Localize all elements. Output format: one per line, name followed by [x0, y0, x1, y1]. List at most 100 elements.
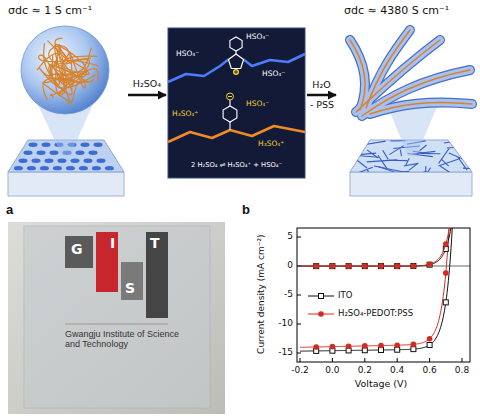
illustration-part	[168, 60, 228, 83]
grain	[79, 166, 88, 170]
ion-label: HSO₄⁻	[262, 70, 285, 79]
tick-label: 0.2	[350, 365, 380, 375]
illustration-part	[230, 37, 242, 51]
illustration-part	[228, 96, 232, 97]
legend-marker	[319, 294, 324, 299]
edge-label: H₂SO₄	[122, 79, 172, 90]
ion-label: HSO₄⁻	[176, 50, 199, 59]
illustration-part	[65, 324, 168, 325]
data-marker	[313, 263, 319, 269]
mechanism-art	[168, 28, 305, 178]
ion-label: H₃SO₄⁺	[172, 110, 198, 119]
logo-letter: G	[71, 241, 83, 257]
fiber-mesh	[400, 150, 401, 156]
illustration-part	[121, 262, 143, 300]
grain	[27, 166, 36, 170]
illustration-part	[8, 222, 225, 414]
data-marker	[411, 264, 416, 269]
logo-letter: I	[110, 235, 115, 251]
grain	[94, 143, 103, 147]
data-marker	[379, 264, 384, 269]
illustration-part	[350, 40, 365, 110]
jv-curve	[300, 228, 450, 266]
fiber-mesh	[351, 147, 358, 153]
ion-label: HSO₄⁻	[246, 100, 269, 109]
fiber-mesh	[356, 159, 367, 168]
data-marker	[330, 344, 336, 350]
illustration-part	[227, 93, 234, 100]
data-marker	[362, 263, 368, 269]
illustration-part	[429, 358, 430, 362]
polymer-fiber	[55, 44, 86, 103]
illustration-part	[462, 358, 463, 362]
fiber-mesh	[367, 169, 372, 182]
fiber-mesh	[334, 160, 353, 162]
grain	[89, 151, 98, 155]
grain	[66, 166, 75, 170]
tick-label: 0.8	[447, 365, 477, 375]
illustration-part	[168, 126, 305, 142]
illustration-part	[366, 30, 410, 108]
illustration-part	[168, 28, 305, 178]
illustration-part	[96, 232, 118, 292]
legend-text: ITO	[338, 291, 352, 301]
jv-chart	[297, 225, 470, 362]
illustration-part	[65, 236, 93, 268]
fiber-mesh	[406, 158, 410, 166]
illustration-part	[297, 295, 301, 296]
illustration-part	[297, 237, 462, 362]
axis-title: Voltage (V)	[336, 379, 426, 390]
jv-curve	[300, 228, 452, 266]
data-marker	[411, 347, 416, 352]
process-arrow	[307, 94, 336, 97]
grain	[71, 159, 80, 163]
tick-label: 5	[263, 231, 293, 241]
polymer-fiber	[44, 43, 96, 88]
illustration-part	[233, 69, 239, 75]
polymer-fiber	[50, 59, 89, 98]
photo	[8, 222, 225, 414]
illustration-part	[364, 358, 365, 362]
tick-label: 0	[263, 260, 293, 270]
fiber-mesh	[367, 150, 378, 158]
fiber-mesh	[424, 168, 431, 179]
illustration-part	[229, 122, 230, 130]
illustration-part	[297, 324, 301, 325]
grain	[84, 159, 93, 163]
illustration-part	[350, 30, 472, 116]
data-marker	[346, 263, 352, 269]
grain	[19, 159, 28, 163]
sample-panel: σdc ≈ 4380 S cm⁻¹	[338, 3, 478, 200]
fiber-mesh	[358, 141, 386, 146]
fiber-mesh	[447, 147, 463, 148]
grain	[45, 159, 54, 163]
film-left	[8, 26, 124, 196]
conductivity-label: σdc ≈ 1 S cm⁻¹	[8, 5, 92, 18]
data-marker	[427, 262, 432, 267]
fiber-mesh	[438, 158, 460, 166]
ion-label: HSO₄⁻	[246, 33, 269, 42]
illustration-part	[332, 358, 333, 362]
film-right	[334, 30, 480, 196]
illustration-part	[370, 102, 472, 114]
tick-label: -15	[263, 347, 293, 357]
fiber-mesh	[386, 160, 407, 161]
illustration-part	[146, 232, 168, 318]
fiber-mesh	[420, 145, 427, 151]
fiber-mesh	[467, 144, 469, 156]
data-marker	[362, 343, 368, 349]
tick-label: -5	[263, 289, 293, 299]
institute-name: Gwangju Institute of Science and Technol…	[65, 329, 185, 350]
ion-label: H₃SO₄⁺	[258, 140, 284, 149]
grain	[97, 159, 106, 163]
illustration-part	[297, 353, 301, 354]
illustration-part	[236, 70, 237, 74]
data-marker	[362, 264, 367, 269]
tick-label: 0.0	[317, 365, 347, 375]
fiber-mesh	[425, 166, 426, 180]
grain	[76, 151, 85, 155]
logo-letter: S	[125, 280, 135, 296]
illustration-part	[350, 30, 472, 116]
